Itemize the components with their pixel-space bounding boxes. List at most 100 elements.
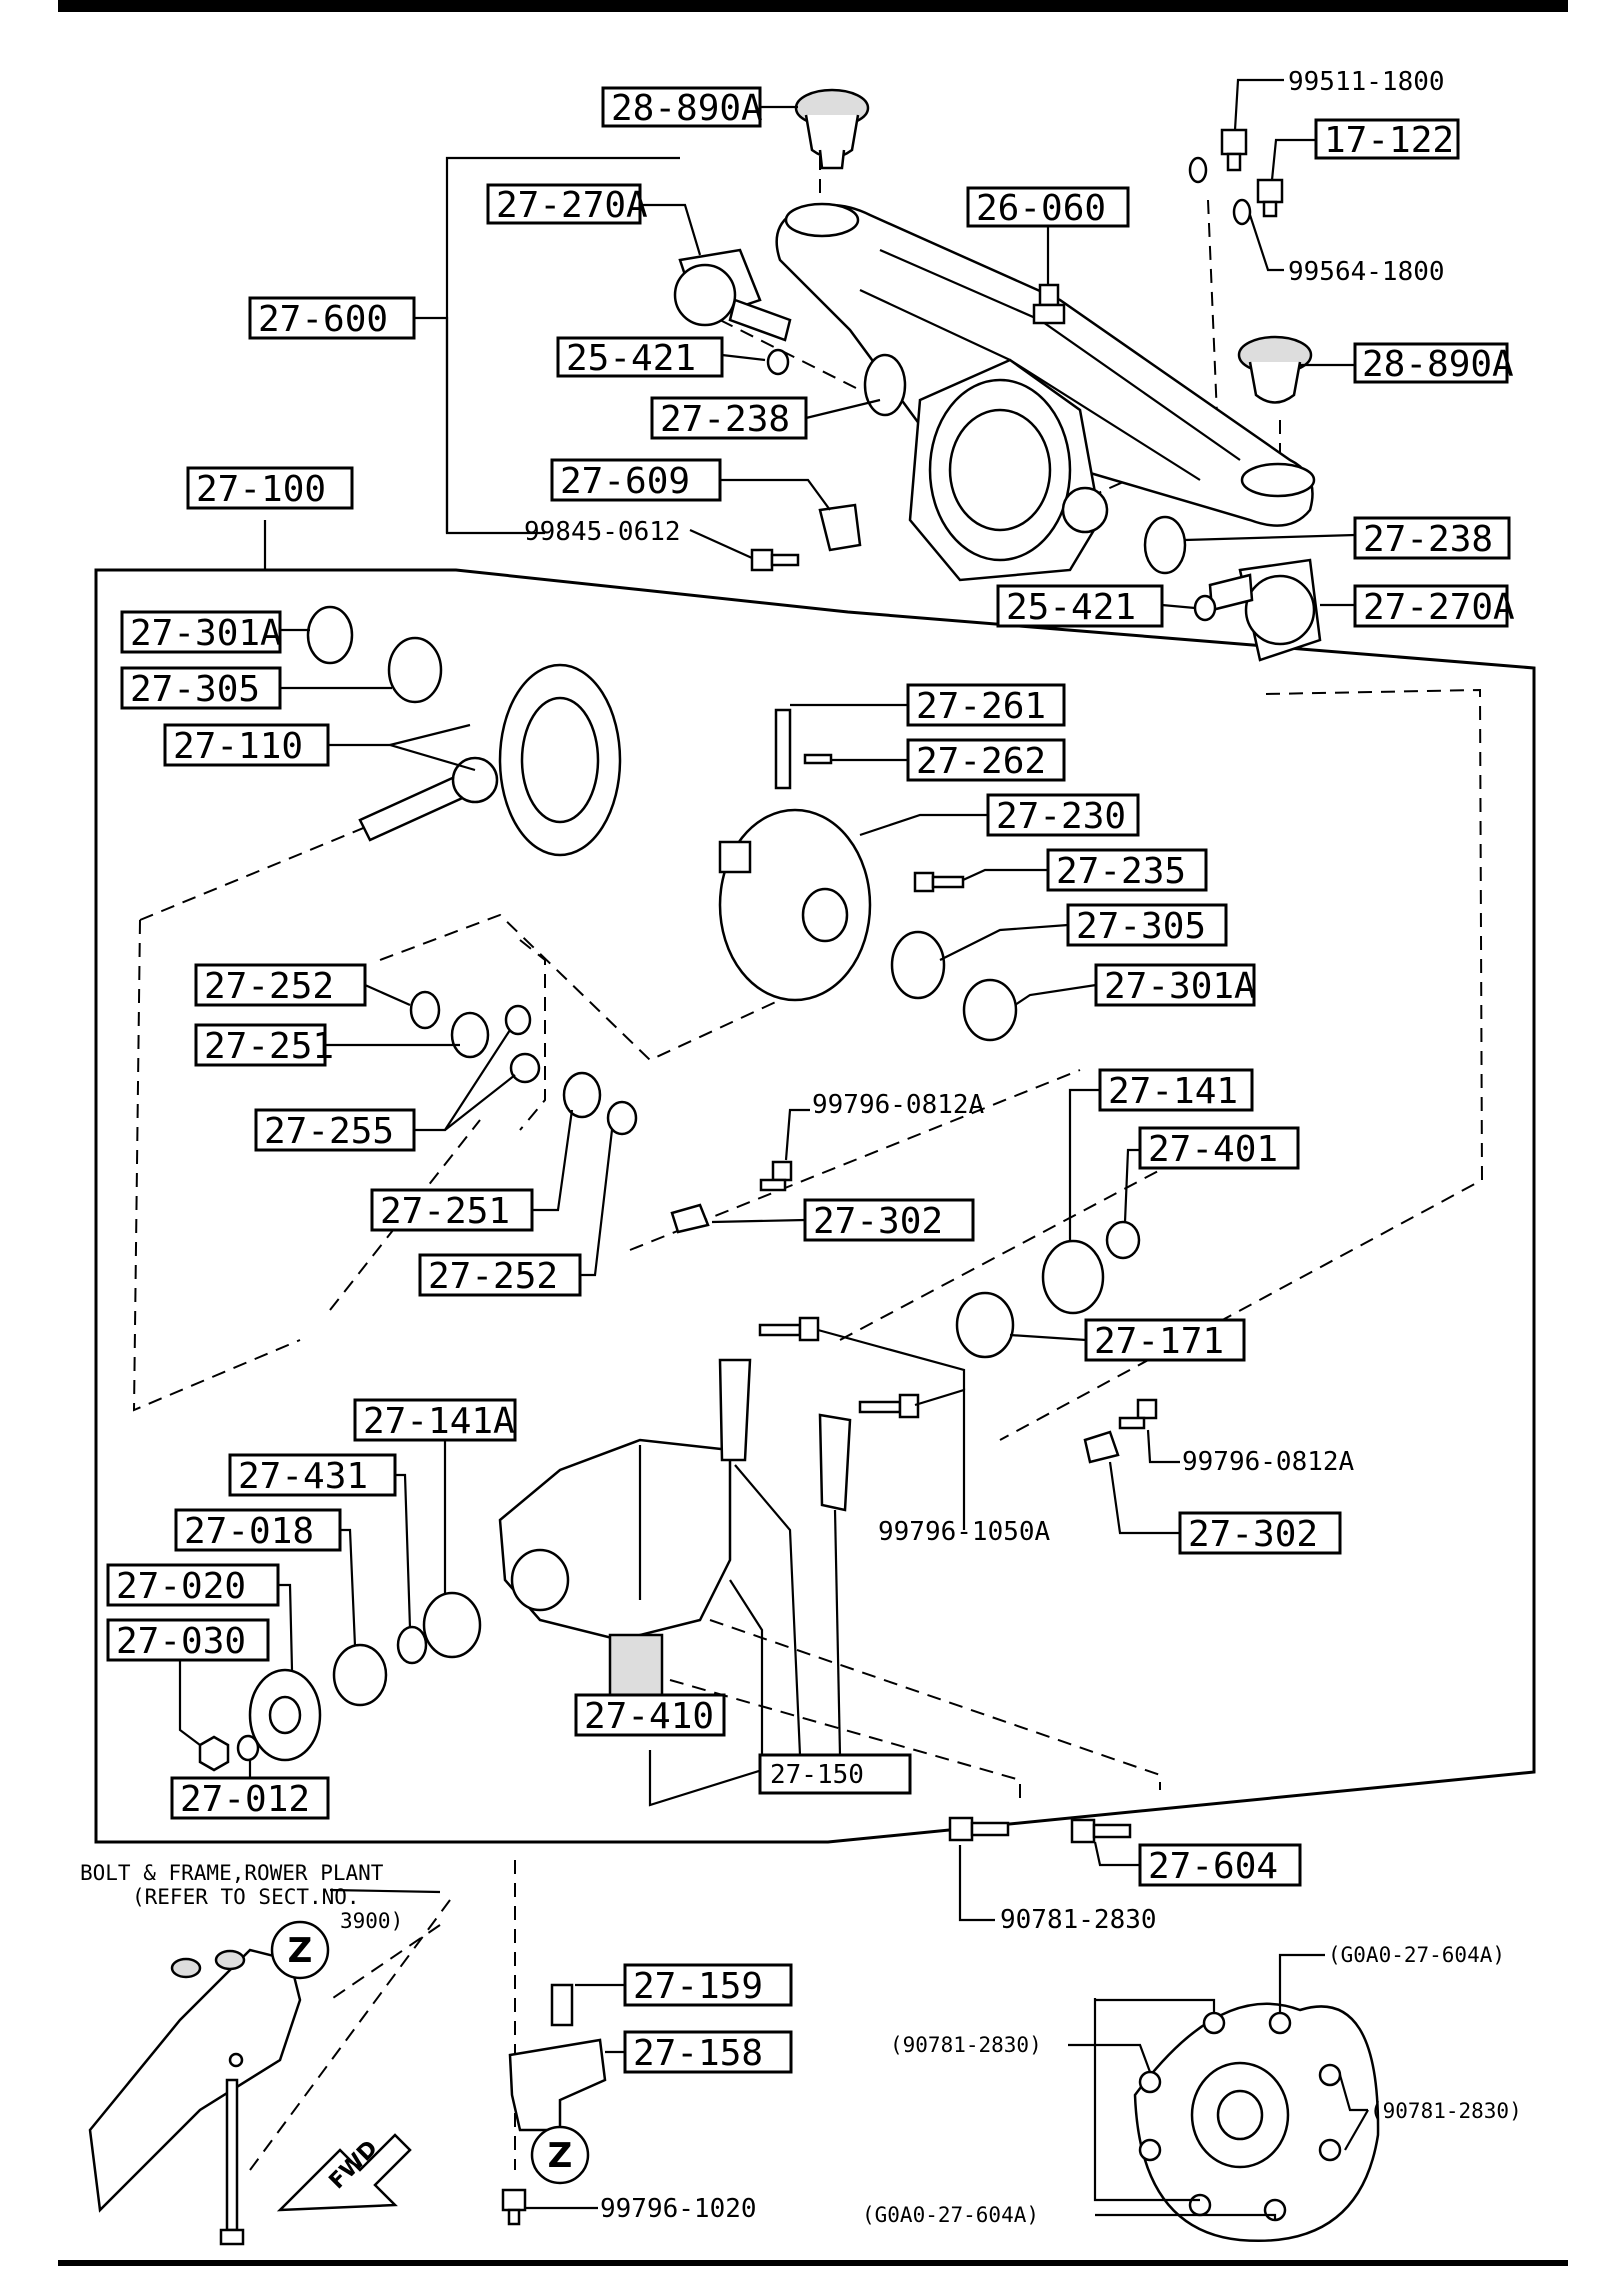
part-label-27-238-right[interactable]: 27-238 [1353, 516, 1511, 560]
assembly-guide-line [519, 939, 546, 1131]
part-label-28-890a-right[interactable]: 28-890A [1353, 342, 1514, 385]
bolt-99796-1050a-b [858, 1393, 920, 1419]
leader-line [395, 1473, 412, 1629]
leader-line [329, 1888, 441, 1894]
part-label-27-159[interactable]: 27-159 [623, 1963, 793, 2007]
part-label-26-060[interactable]: 26-060 [966, 186, 1130, 229]
leader-line [364, 983, 411, 1007]
part-label-27-301a-left[interactable]: 27-301A [120, 610, 282, 654]
svg-text:27-020: 27-020 [116, 1566, 246, 1607]
part-label-27-261[interactable]: 27-261 [906, 683, 1066, 727]
snap-ring-left [766, 348, 790, 376]
part-label-27-302-b[interactable]: 27-302 [1178, 1511, 1342, 1555]
part-label-27-235[interactable]: 27-235 [1046, 848, 1208, 892]
part-label-27-100[interactable]: 27-100 [186, 466, 354, 510]
companion-flange-27020 [248, 1668, 322, 1762]
part-label-99511-1800[interactable]: 99511-1800 [1288, 67, 1445, 97]
leader-line [1270, 138, 1316, 181]
leader-line [689, 528, 753, 560]
mount-bracket-27158 [508, 2038, 607, 2132]
svg-text:27-235: 27-235 [1056, 851, 1186, 892]
part-label-27-012[interactable]: 27-012 [170, 1776, 330, 1820]
washer-27012 [236, 1734, 260, 1762]
part-label-27-431[interactable]: 27-431 [228, 1453, 397, 1497]
leader-line [817, 1328, 966, 1390]
bearing-27305-left [387, 636, 443, 704]
svg-text:27-141: 27-141 [1108, 1071, 1238, 1112]
part-label-27-301a-right[interactable]: 27-301A [1094, 963, 1256, 1007]
pinion-bearing-27141 [1041, 1239, 1105, 1315]
part-label-27-141a[interactable]: 27-141A [353, 1398, 517, 1442]
part-label-27-270a-bottom[interactable]: 27-270A [1353, 584, 1515, 628]
part-label-99796-1020[interactable]: 99796-1020 [600, 2194, 757, 2224]
part-label-28-890a-top[interactable]: 28-890A [601, 86, 763, 129]
z-reference-marker-bottom: Z [530, 2125, 590, 2185]
part-label-90781-2830-left[interactable]: (90781-2830) [890, 2033, 1042, 2057]
part-label-27-252-b[interactable]: 27-252 [418, 1253, 582, 1297]
svg-text:27-431: 27-431 [238, 1456, 368, 1497]
part-label-27-262[interactable]: 27-262 [906, 738, 1066, 782]
part-label-27-604[interactable]: 27-604 [1138, 1843, 1302, 1887]
part-label-27-252-a[interactable]: 27-252 [194, 963, 367, 1007]
svg-text:27-171: 27-171 [1094, 1321, 1224, 1362]
part-label-99845-0612[interactable]: 99845-0612 [524, 517, 681, 547]
part-label-27-410[interactable]: 27-410 [574, 1693, 726, 1737]
bolt-99845 [750, 548, 800, 572]
part-label-90781-2830[interactable]: 90781-2830 [1000, 1905, 1157, 1935]
part-label-27-238-left[interactable]: 27-238 [650, 396, 808, 440]
body-frame [88, 1948, 302, 2213]
part-label-27-018[interactable]: 27-018 [174, 1508, 342, 1552]
part-label-27-600[interactable]: 27-600 [248, 296, 416, 340]
svg-text:26-060: 26-060 [976, 188, 1106, 229]
svg-text:28-890A: 28-890A [1362, 344, 1514, 385]
part-label-27-158[interactable]: 27-158 [623, 2030, 793, 2074]
part-label-25-421-bottom[interactable]: 25-421 [996, 584, 1164, 628]
differential-case [718, 808, 872, 1002]
svg-text:27-238: 27-238 [1363, 519, 1493, 560]
svg-text:27-030: 27-030 [116, 1621, 246, 1662]
leader-line [1338, 2074, 1368, 2112]
bolt-99511 [1220, 128, 1248, 172]
svg-text:27-305: 27-305 [130, 669, 260, 710]
leader-line [1095, 2213, 1277, 2220]
part-label-90781-2830-right[interactable]: (90781-2830) [1370, 2099, 1522, 2123]
part-label-27-255[interactable]: 27-255 [254, 1108, 416, 1152]
part-label-27-230[interactable]: 27-230 [986, 793, 1140, 837]
part-label-27-609[interactable]: 27-609 [550, 458, 722, 502]
part-label-99796-1050a[interactable]: 99796-1050A [878, 1517, 1051, 1547]
part-label-27-020[interactable]: 27-020 [106, 1563, 280, 1607]
part-label-99564-1800[interactable]: 99564-1800 [1288, 257, 1445, 287]
part-label-27-141[interactable]: 27-141 [1098, 1068, 1254, 1112]
part-label-g0a0-27-604a-top[interactable]: (G0A0-27-604A) [1328, 1943, 1505, 1967]
part-label-99796-0812a-lower[interactable]: 99796-0812A [1182, 1447, 1355, 1477]
part-label-27-270a-top[interactable]: 27-270A [486, 183, 648, 226]
reference-note-line1: BOLT & FRAME,ROWER PLANT [80, 1861, 384, 1885]
part-label-17-122[interactable]: 17-122 [1314, 118, 1460, 161]
part-label-27-251-a[interactable]: 27-251 [194, 1023, 334, 1067]
part-label-27-171[interactable]: 27-171 [1084, 1318, 1246, 1362]
part-label-27-305-right[interactable]: 27-305 [1066, 903, 1228, 947]
leader-line [278, 1583, 294, 1671]
oil-seal-27238-left [863, 353, 907, 417]
part-label-99796-0812a-upper[interactable]: 99796-0812A [812, 1090, 985, 1120]
rear-cover-view [1133, 2002, 1380, 2243]
svg-text:27-100: 27-100 [196, 469, 326, 510]
part-label-27-251-b[interactable]: 27-251 [370, 1188, 534, 1232]
part-label-27-305-left[interactable]: 27-305 [120, 666, 282, 710]
leader-line [734, 1464, 802, 1756]
part-label-g0a0-27-604a-bottom[interactable]: (G0A0-27-604A) [862, 2203, 1039, 2227]
leader-line [711, 1218, 806, 1224]
svg-text:27-262: 27-262 [916, 741, 1046, 782]
part-label-27-030[interactable]: 27-030 [106, 1618, 270, 1662]
leader-line [721, 353, 766, 362]
part-label-27-302-a[interactable]: 27-302 [803, 1198, 975, 1242]
svg-text:27-251: 27-251 [204, 1026, 334, 1067]
part-label-27-110[interactable]: 27-110 [163, 723, 330, 767]
output-flange-right [1208, 558, 1322, 662]
bearing-cap-27150-b [818, 1413, 852, 1512]
part-label-25-421-top[interactable]: 25-421 [556, 336, 724, 379]
part-label-27-150[interactable]: 27-150 [758, 1753, 912, 1795]
svg-text:27-301A: 27-301A [1104, 966, 1256, 1007]
part-label-27-401[interactable]: 27-401 [1138, 1126, 1300, 1170]
